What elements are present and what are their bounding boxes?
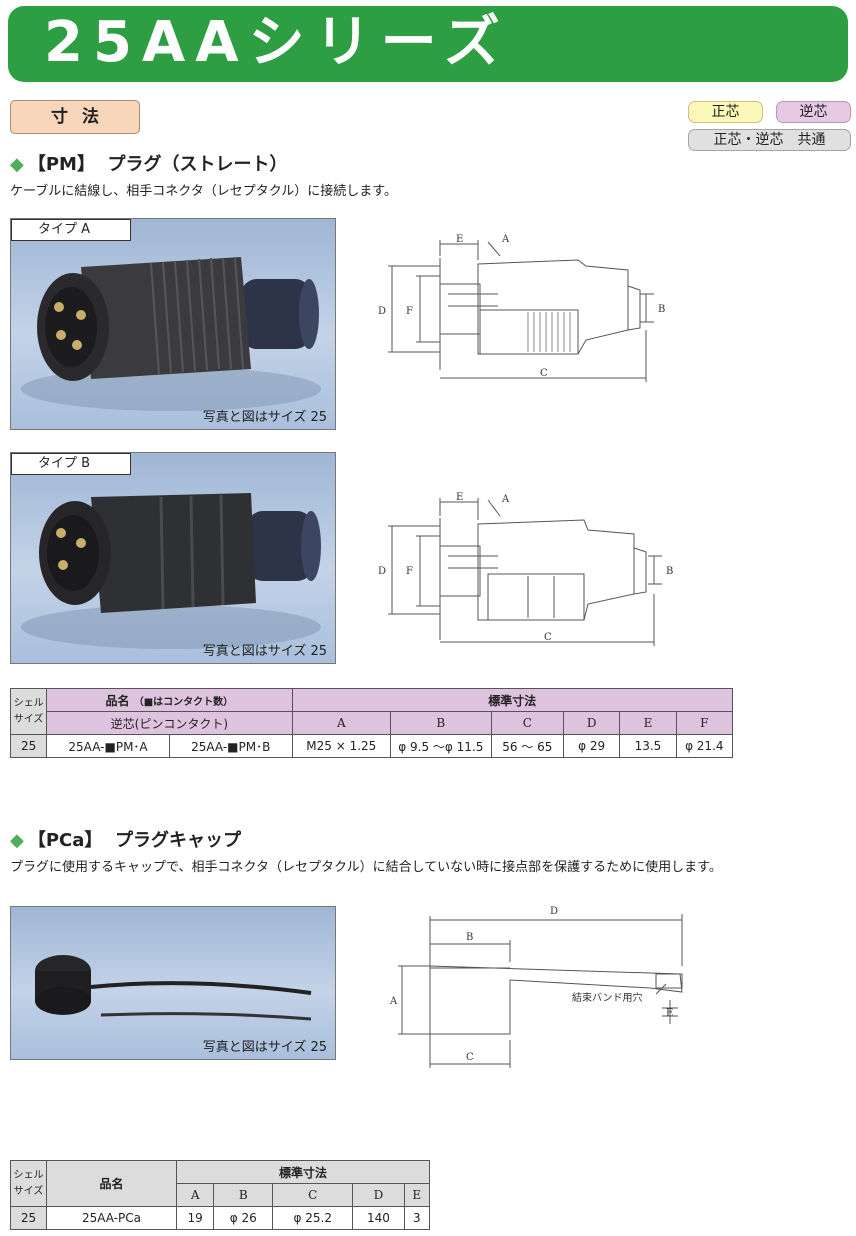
pm-type-a-drawing: E A D F B C [378, 234, 665, 382]
dim-letter: E [666, 1008, 673, 1019]
dim-letter: B [466, 932, 473, 943]
std-dimension-header: 標準寸法 [176, 1160, 430, 1184]
dim-letter: F [406, 306, 413, 317]
photo-type-b: タイプ B 写真と図はサイズ 25 [10, 452, 336, 664]
dim-letter: B [658, 304, 665, 315]
badge-reverse-core: 逆芯 [776, 101, 851, 123]
photo-caption: 写真と図はサイズ 25 [202, 644, 327, 659]
shell-header-1: シェル [13, 1169, 44, 1181]
type-b-label: タイプ B [11, 453, 131, 475]
dim-value-d: φ 29 [562, 734, 621, 758]
dim-letter: C [544, 632, 552, 643]
pca-drawing: D B A C E 結束バンド用穴 [389, 906, 683, 1068]
dim-header-e: E [619, 711, 677, 735]
pca-name: プラグキャップ [114, 830, 241, 851]
dim-letter: F [406, 566, 413, 577]
photo-type-a: タイプ A 写真と図はサイズ 25 [10, 218, 336, 430]
part-number: 25AA-PCa [46, 1206, 177, 1230]
shell-header-1: シェル [13, 697, 44, 709]
dim-header-e: E [403, 1183, 431, 1207]
shell-size-cell: 25 [10, 1206, 47, 1230]
part-name-header: 品名 （■はコンタクト数） [46, 688, 293, 712]
photo-plug-cap: 写真と図はサイズ 25 [10, 906, 336, 1060]
dim-letter: C [540, 368, 548, 379]
pca-description: プラグに使用するキャップで、相手コネクタ（レセプタクル）に結合していない時に接点… [10, 860, 722, 875]
pm-heading: ◆【PM】 プラグ（ストレート） [10, 150, 288, 176]
photo-caption: 写真と図はサイズ 25 [202, 1040, 327, 1055]
dim-letter: D [550, 906, 558, 917]
dim-letter: B [666, 566, 673, 577]
dim-header-d: D [352, 1183, 405, 1207]
dim-value-d: 140 [352, 1206, 405, 1230]
dim-header-d: D [562, 711, 621, 735]
band-hole-label: 結束バンド用穴 [572, 991, 643, 1004]
dim-header-b: B [213, 1183, 274, 1207]
dim-letter: A [501, 234, 510, 245]
plug-type-a-image [21, 256, 321, 411]
dim-value-c: φ 25.2 [272, 1206, 354, 1230]
dim-header-c: C [490, 711, 565, 735]
dim-value-f: φ 21.4 [675, 734, 734, 758]
dim-letter: D [378, 306, 386, 317]
dim-value-c: 56 〜 65 [490, 734, 565, 758]
pca-heading: ◆【PCa】 プラグキャップ [10, 826, 241, 852]
type-a-label: タイプ A [11, 219, 131, 241]
shell-size-header: シェル サイズ [9, 688, 48, 735]
name-header: 品名 [105, 693, 130, 708]
dim-letter: E [456, 492, 463, 503]
dim-value-e: 13.5 [619, 734, 677, 758]
pca-dimension-table: シェル サイズ 品名 標準寸法 A B C D E 25 25AA-PCa 19… [10, 1160, 431, 1230]
dim-value-a: M25 × 1.25 [291, 734, 392, 758]
shell-size-header: シェル サイズ [10, 1160, 47, 1207]
pm-type-b-drawing: E A D F B C [378, 492, 673, 646]
pm-code: 【PM】 [27, 154, 95, 175]
dim-header-b: B [390, 711, 492, 735]
dim-header-c: C [272, 1183, 354, 1207]
photo-caption: 写真と図はサイズ 25 [202, 410, 327, 425]
pm-description: ケーブルに結線し、相手コネクタ（レセプタクル）に接続します。 [10, 184, 398, 199]
pca-code: 【PCa】 [27, 830, 103, 851]
dim-letter: E [456, 234, 463, 245]
section-tag-dimensions: 寸法 [10, 100, 140, 134]
dim-header-a: A [175, 1183, 215, 1207]
dim-letter: C [466, 1052, 474, 1063]
dim-header-a: A [291, 711, 392, 735]
pm-dimension-table: シェル サイズ 品名 （■はコンタクト数） 標準寸法 逆芯(ピンコンタクト) A… [9, 688, 734, 758]
pm-name: プラグ（ストレート） [107, 154, 288, 175]
part-number-a: 25AA-■PM･A [46, 734, 170, 758]
page-title: 25AAシリーズ [44, 10, 510, 75]
badge-normal-core: 正芯 [688, 101, 763, 123]
title-banner: 25AAシリーズ [8, 6, 848, 82]
dim-value-a: 19 [175, 1206, 215, 1230]
shell-header-2: サイズ [13, 1185, 44, 1197]
dim-header-f: F [675, 711, 734, 735]
badge-common: 正芯・逆芯 共通 [688, 129, 851, 151]
diamond-icon: ◆ [10, 154, 24, 175]
dim-letter: A [501, 494, 510, 505]
plug-cap-image [35, 955, 312, 1021]
part-number-b: 25AA-■PM･B [168, 734, 293, 758]
plug-type-b-image [21, 493, 321, 649]
dim-value-e: 3 [403, 1206, 431, 1230]
name-note: （■はコンタクト数） [133, 696, 234, 708]
dim-value-b: φ 9.5 〜φ 11.5 [390, 734, 492, 758]
dim-letter: A [389, 996, 398, 1007]
reverse-core-header: 逆芯(ピンコンタクト) [46, 711, 293, 735]
dim-value-b: φ 26 [213, 1206, 274, 1230]
diamond-icon: ◆ [10, 830, 24, 851]
dim-letter: D [378, 566, 386, 577]
part-name-header: 品名 [46, 1160, 177, 1207]
std-dimension-header: 標準寸法 [291, 688, 734, 712]
shell-size-cell: 25 [9, 734, 48, 758]
shell-header-2: サイズ [13, 713, 44, 725]
